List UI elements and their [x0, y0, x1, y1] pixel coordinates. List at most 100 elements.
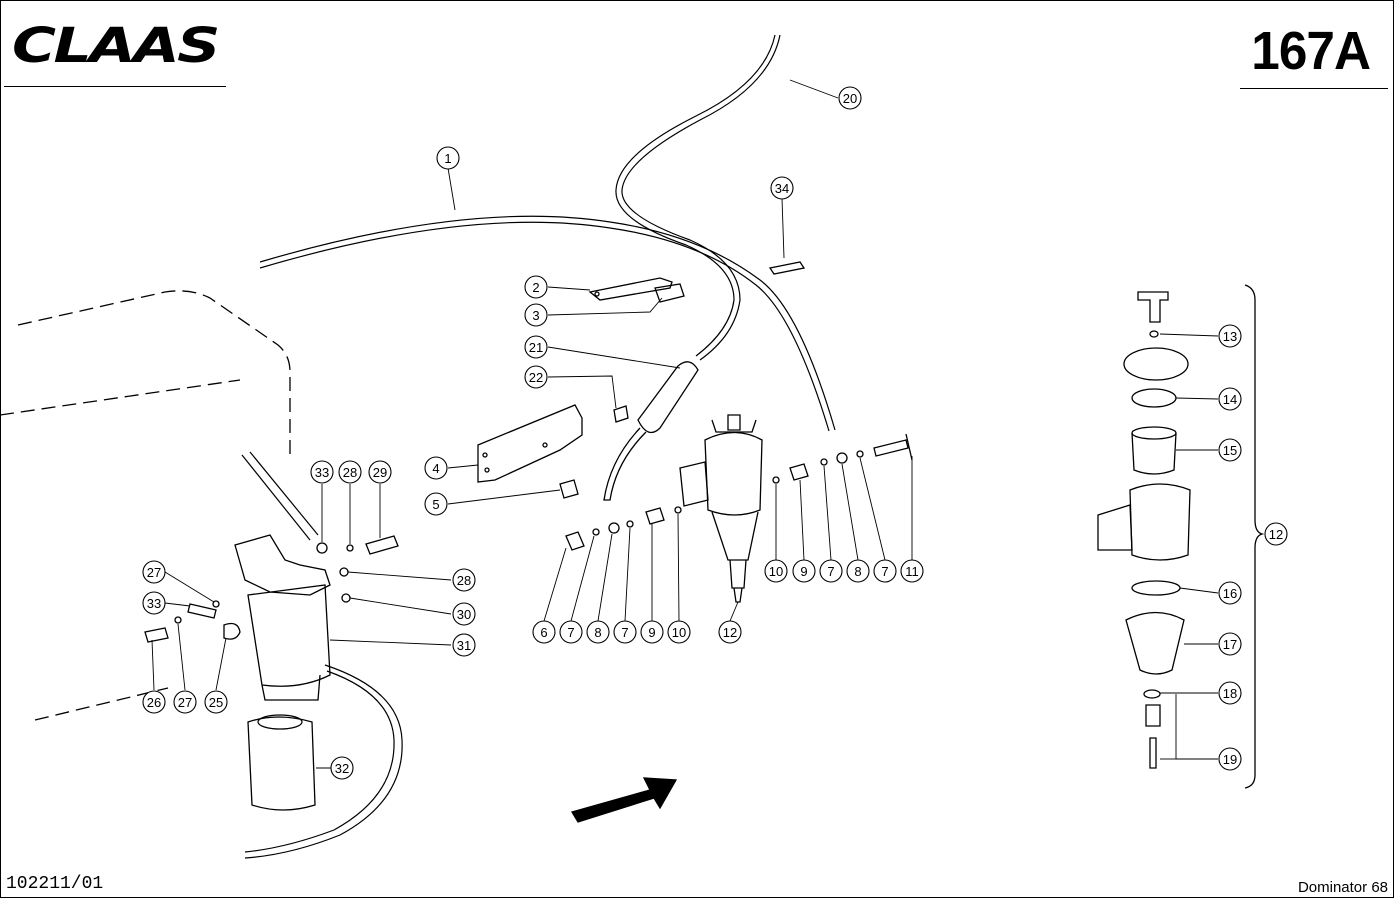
callout-2: 2	[524, 275, 548, 299]
washer-28	[346, 544, 354, 552]
callout-circle	[452, 602, 476, 626]
callout-label: 31	[457, 638, 471, 653]
callout-circle	[846, 559, 870, 583]
callout-label: 16	[1223, 586, 1237, 601]
return-hose	[244, 664, 403, 859]
callout-circle	[142, 560, 166, 584]
callout-label: 19	[1223, 752, 1237, 767]
callout-circle	[613, 620, 637, 644]
callout-label: 20	[843, 91, 857, 106]
callout-circle	[330, 756, 354, 780]
callout-label: 7	[567, 625, 574, 640]
callout-label: 9	[648, 625, 655, 640]
callout-14: 14	[1218, 387, 1242, 411]
callout-label: 32	[335, 761, 349, 776]
model-name: Dominator 68	[1297, 879, 1388, 896]
valve-29	[365, 535, 399, 555]
bolt-33	[187, 603, 217, 619]
callout-10: 10	[764, 559, 788, 583]
callout-5: 5	[424, 492, 448, 516]
callout-label: 27	[178, 695, 192, 710]
callout-label: 4	[432, 461, 439, 476]
callout-circle	[452, 568, 476, 592]
valve-11	[873, 439, 909, 457]
bolt-26	[144, 627, 169, 643]
callout-32: 32	[330, 756, 354, 780]
callout-1: 1	[436, 146, 460, 170]
callout-label: 26	[147, 695, 161, 710]
tank-outline-lower	[0, 379, 241, 416]
callout-label: 34	[775, 181, 789, 196]
callout-label: 22	[529, 370, 543, 385]
callout-circle	[532, 620, 556, 644]
callout-10: 10	[667, 620, 691, 644]
washer-28b	[339, 567, 349, 577]
callout-12: 12	[1264, 522, 1288, 546]
callout-7: 7	[613, 620, 637, 644]
callout-3: 3	[524, 303, 548, 327]
callout-label: 1	[444, 151, 451, 166]
banjo-8b	[836, 452, 848, 464]
tank-outline	[17, 290, 291, 455]
washer-27a	[212, 600, 220, 608]
washer-7d	[856, 450, 864, 458]
callout-13: 13	[1218, 324, 1242, 348]
callout-label: 14	[1223, 392, 1237, 407]
plate-34	[768, 261, 806, 275]
callout-18: 18	[1218, 681, 1242, 705]
callout-circle	[204, 690, 228, 714]
callout-circle	[900, 559, 924, 583]
callout-label: 15	[1223, 443, 1237, 458]
leader-lines	[151, 79, 1219, 769]
fuel-filter-element-32	[247, 716, 316, 811]
callout-circle	[1264, 522, 1288, 546]
callout-label: 7	[881, 564, 888, 579]
callout-label: 10	[769, 564, 783, 579]
callout-label: 11	[905, 564, 919, 579]
banjo-8a	[608, 522, 620, 534]
callout-4: 4	[424, 456, 448, 480]
callout-31: 31	[452, 633, 476, 657]
group-brace	[1244, 284, 1265, 789]
callout-label: 5	[432, 497, 439, 512]
banjo-33	[316, 542, 328, 554]
connector-9a	[645, 507, 665, 525]
callout-label: 21	[529, 340, 543, 355]
clamp-25	[223, 622, 241, 640]
callout-circle	[1218, 581, 1242, 605]
callout-circle	[142, 591, 166, 615]
page-number: 167A	[1251, 21, 1371, 81]
callout-label: 2	[532, 280, 539, 295]
callout-7: 7	[873, 559, 897, 583]
connector-9b	[789, 463, 809, 481]
callout-8: 8	[846, 559, 870, 583]
callout-circle	[524, 335, 548, 359]
callout-label: 29	[373, 465, 387, 480]
callout-circle	[1218, 747, 1242, 771]
callout-21: 21	[524, 335, 548, 359]
callout-circle	[1218, 387, 1242, 411]
callout-circle	[819, 559, 843, 583]
callout-label: 27	[147, 565, 161, 580]
callout-circle	[873, 559, 897, 583]
header-rule-right	[1240, 88, 1388, 89]
water-separator-exploded	[1097, 291, 1191, 769]
callout-15: 15	[1218, 438, 1242, 462]
bracket-2	[588, 277, 673, 301]
callout-label: 17	[1223, 637, 1237, 652]
callout-circle	[142, 690, 166, 714]
callout-8: 8	[586, 620, 610, 644]
callout-circle	[424, 456, 448, 480]
callout-circle	[524, 365, 548, 389]
callout-circle	[1218, 632, 1242, 656]
callout-circle	[792, 559, 816, 583]
banjo-bolt-6	[565, 531, 585, 551]
inline-filter-21	[637, 361, 699, 434]
document-id: 102211/01	[6, 874, 104, 894]
callout-circle	[173, 690, 197, 714]
washer-7b	[626, 520, 634, 528]
callout-11: 11	[900, 559, 924, 583]
callout-label: 33	[315, 465, 329, 480]
